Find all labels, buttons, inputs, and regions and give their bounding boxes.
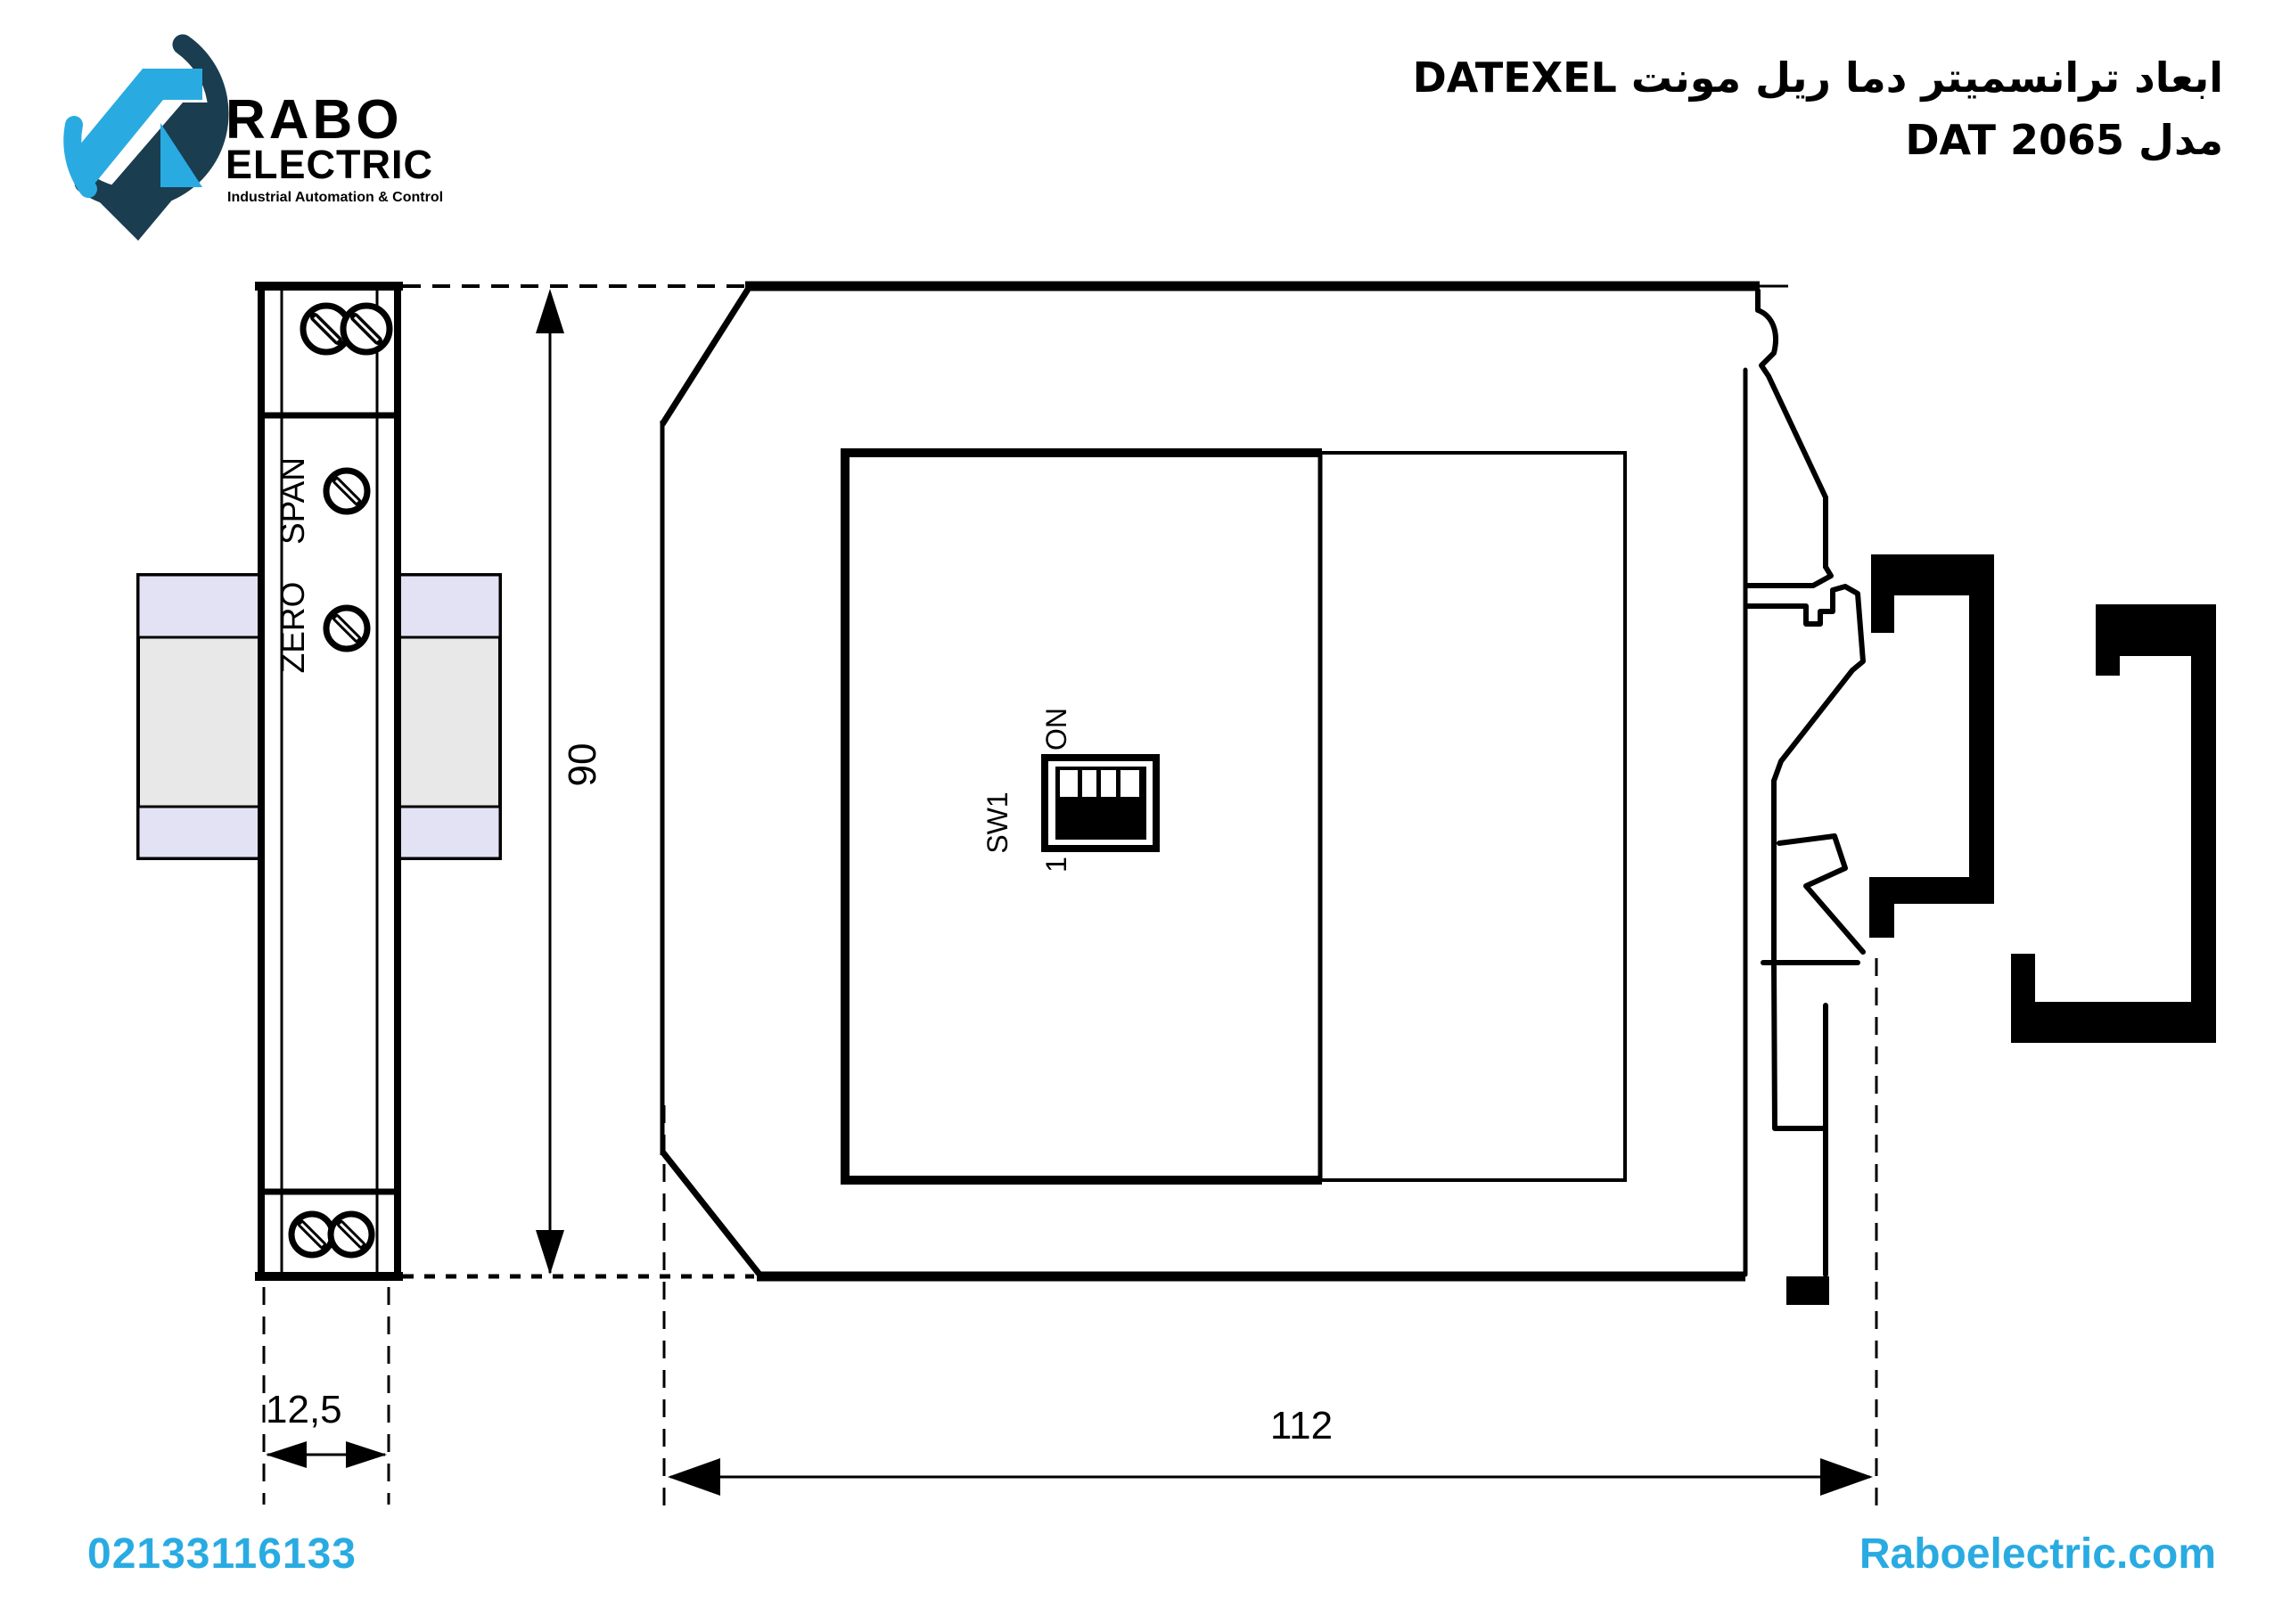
logo: RABO ELECTRIC Industrial Automation & Co…: [63, 34, 443, 241]
din-clip-foot: [1786, 1276, 1829, 1305]
arrow-down-icon: [536, 1230, 564, 1275]
terminal-screw-icon: [300, 302, 353, 356]
dip-switch: [1041, 754, 1160, 852]
logo-rabo: RABO: [226, 89, 403, 151]
page-title-line1: ابعاد ترانسمیتر دما ریل مونت DATEXEL: [1412, 53, 2223, 102]
dim-height-value: 90: [561, 743, 604, 787]
logo-tagline: Industrial Automation & Control: [227, 190, 443, 205]
zero-label: ZERO: [275, 582, 311, 674]
side-view: SPAN ZERO: [136, 282, 502, 1281]
arrow-right-icon: [346, 1441, 387, 1468]
din-rail-bracket-right: [2011, 604, 2216, 1043]
website-link[interactable]: Raboelectric.com: [1859, 1530, 2216, 1578]
dimension-depth: 12,5: [262, 1287, 390, 1505]
page-title-line2: مدل DAT 2065: [1905, 116, 2223, 164]
dip-1-label: 1: [1040, 857, 1072, 873]
din-clip-profile: [1743, 288, 1866, 1277]
front-face-panel: [841, 448, 1627, 1185]
dip-sw1-label: SW1: [981, 791, 1014, 853]
dip-on-label: ON: [1040, 708, 1072, 750]
span-label: SPAN: [275, 457, 311, 545]
terminal-screw-icon: [327, 1210, 375, 1259]
arrow-up-icon: [536, 289, 564, 333]
terminal-screw-icon: [340, 302, 393, 356]
arrow-left-icon: [668, 1458, 720, 1496]
din-rail-bracket-left: [1869, 554, 1994, 938]
terminal-screw-icon: [288, 1210, 336, 1259]
phone-number: 02133116133: [87, 1530, 357, 1578]
arrow-right-icon: [1820, 1458, 1873, 1496]
logo-electric: ELECTRIC: [226, 142, 433, 187]
dim-width-value: 112: [1270, 1404, 1333, 1448]
dimension-width: 112: [662, 958, 1878, 1508]
dimension-height: 90: [403, 284, 754, 1279]
logo-mark-icon: [63, 34, 229, 241]
module-side-body: [255, 282, 403, 1281]
span-trimmer-screw-icon: [323, 467, 371, 515]
dim-depth-value: 12,5: [266, 1388, 342, 1431]
arrow-left-icon: [266, 1441, 307, 1468]
title-block: ابعاد ترانسمیتر دما ریل مونت DATEXEL مدل…: [1413, 46, 2223, 171]
zero-trimmer-screw-icon: [323, 604, 371, 652]
front-view: ON SW1 1: [660, 281, 2216, 1305]
